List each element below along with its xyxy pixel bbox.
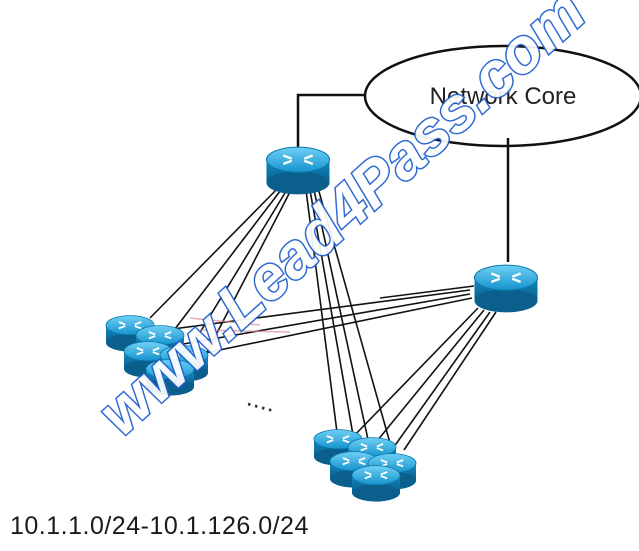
access-cluster-bottom xyxy=(313,428,417,503)
faint-links xyxy=(189,317,291,333)
watermark-text: www.Lead4Pass.com xyxy=(85,0,598,448)
network-core-ellipse xyxy=(363,44,639,148)
subnet-range-label: 10.1.1.0/24-10.1.126.0/24 xyxy=(10,512,309,540)
core-links xyxy=(296,93,510,262)
links-top-router xyxy=(149,185,393,459)
more-devices-ellipsis: .... xyxy=(244,382,280,418)
network-core-label: Network Core xyxy=(430,83,577,110)
links-right-router xyxy=(149,285,497,459)
router-right xyxy=(473,263,539,314)
